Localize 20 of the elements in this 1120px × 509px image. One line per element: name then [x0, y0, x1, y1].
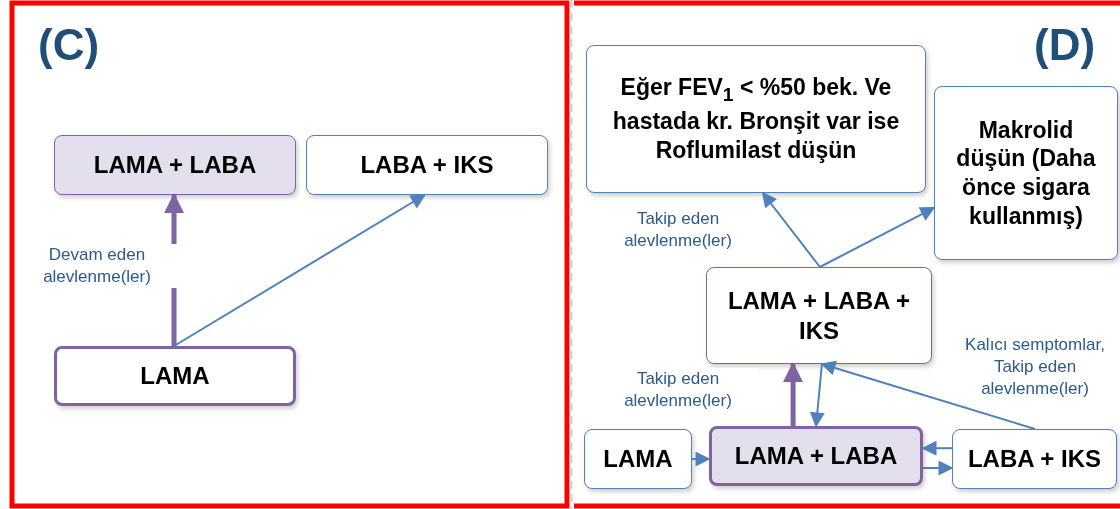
arrow [809, 363, 825, 428]
arrow [922, 460, 954, 476]
panel-heading: (C) [38, 20, 100, 70]
arrow [761, 191, 821, 268]
arrow [921, 440, 953, 456]
panel-heading: (D) [1034, 20, 1096, 70]
arrow [820, 360, 1036, 430]
treatment-box: Makrolid düşün (Daha önce sigara kullanmış) [934, 86, 1118, 260]
arrow [783, 362, 804, 426]
treatment-box: LAMA [54, 346, 296, 406]
arrow [818, 206, 936, 268]
treatment-box: LAMA [584, 429, 692, 489]
treatment-box: LABA + IKS [306, 135, 548, 195]
treatment-box: LABA + IKS [952, 429, 1117, 489]
treatment-box: LAMA + LABA [709, 426, 923, 486]
treatment-box: Eğer FEV$_{1}$ < %50 bek. Ve hastada kr. Bronşit var ise Roflumilast düşün [586, 45, 926, 193]
arrow [173, 194, 426, 347]
arrow [691, 451, 711, 467]
treatment-box: LAMA + LABA [54, 135, 296, 195]
treatment-box: LAMA + LABA + IKS [706, 267, 932, 364]
